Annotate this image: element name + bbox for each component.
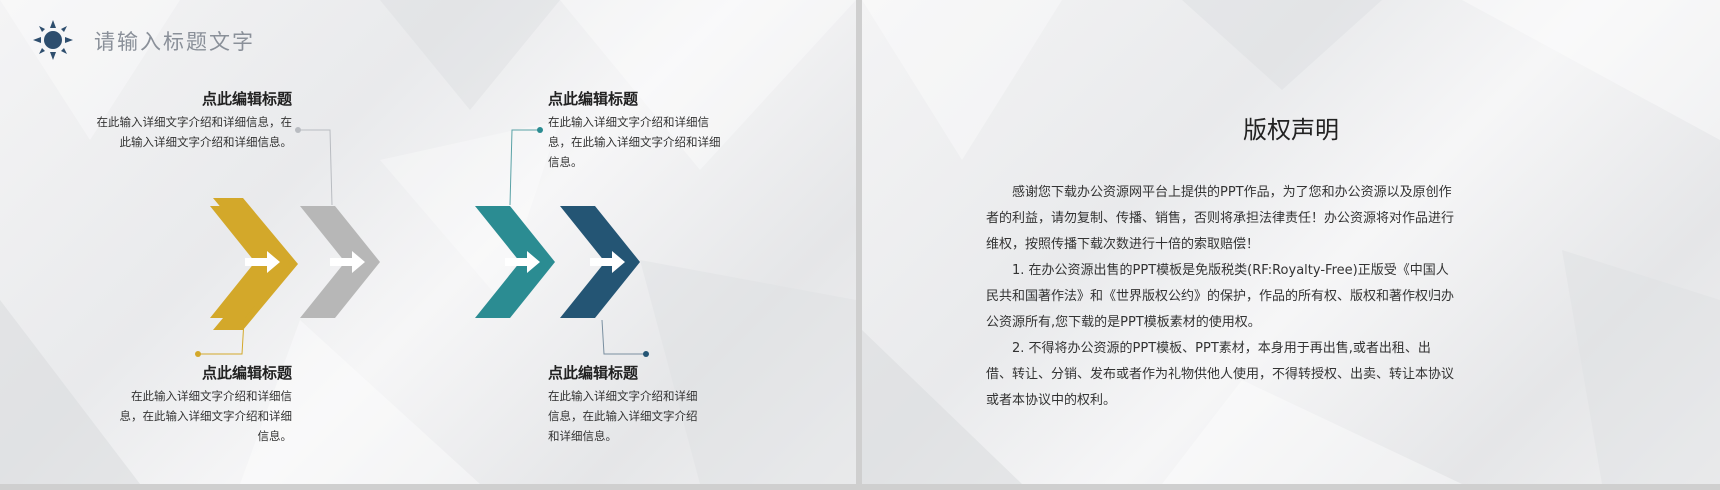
sun-logo-icon: [33, 20, 73, 60]
block-text[interactable]: 在此输入详细文字介绍和详细信息，在此输入详细文字介绍和详细信息。: [96, 115, 293, 149]
block-heading[interactable]: 点此编辑标题: [201, 90, 292, 108]
block-text[interactable]: 在此输入详细文字介绍和详细信息，在此输入详细文字介绍和详细信息。: [548, 115, 721, 169]
block-heading[interactable]: 点此编辑标题: [548, 364, 639, 382]
slide-title: 请输入标题文字: [94, 30, 255, 54]
text-block-top-right: 点此编辑标题 在此输入详细文字介绍和详细信息，在此输入详细文字介绍和详细信息。: [548, 88, 728, 172]
copyright-paragraph[interactable]: 2. 不得将办公资源的PPT模板、PPT素材，本身用于再出售,或者出租、出借、转…: [986, 341, 1455, 408]
block-heading[interactable]: 点此编辑标题: [201, 364, 292, 382]
arrow-icons: [245, 251, 625, 273]
copyright-body: 感谢您下载办公资源网平台上提供的PPT作品，为了您和办公资源以及原创作者的利益，…: [986, 180, 1456, 414]
chevron-arrows-graphic: [210, 198, 640, 330]
connector-lines: [195, 127, 649, 357]
text-block-bottom-right: 点此编辑标题 在此输入详细文字介绍和详细信息，在此输入详细文字介绍和详细信息。: [548, 362, 708, 446]
text-block-top-left: 点此编辑标题 在此输入详细文字介绍和详细信息，在此输入详细文字介绍和详细信息。: [92, 88, 293, 152]
block-heading[interactable]: 点此编辑标题: [548, 90, 639, 108]
block-text[interactable]: 在此输入详细文字介绍和详细信息，在此输入详细文字介绍和详细信息。: [119, 389, 293, 443]
copyright-paragraph[interactable]: 感谢您下载办公资源网平台上提供的PPT作品，为了您和办公资源以及原创作者的利益，…: [986, 185, 1455, 252]
text-block-bottom-left: 点此编辑标题 在此输入详细文字介绍和详细信息，在此输入详细文字介绍和详细信息。: [112, 362, 293, 446]
slide-right: 版权声明 感谢您下载办公资源网平台上提供的PPT作品，为了您和办公资源以及原创作…: [862, 0, 1720, 484]
background-polygons: [862, 0, 1720, 484]
block-text[interactable]: 在此输入详细文字介绍和详细信息，在此输入详细文字介绍和详细信息。: [548, 389, 698, 443]
copyright-title[interactable]: 版权声明: [1243, 116, 1339, 144]
copyright-paragraph[interactable]: 1. 在办公资源出售的PPT模板是免版税类(RF:Royalty-Free)正版…: [986, 263, 1455, 330]
slide-left: 请输入标题文字: [0, 0, 856, 484]
